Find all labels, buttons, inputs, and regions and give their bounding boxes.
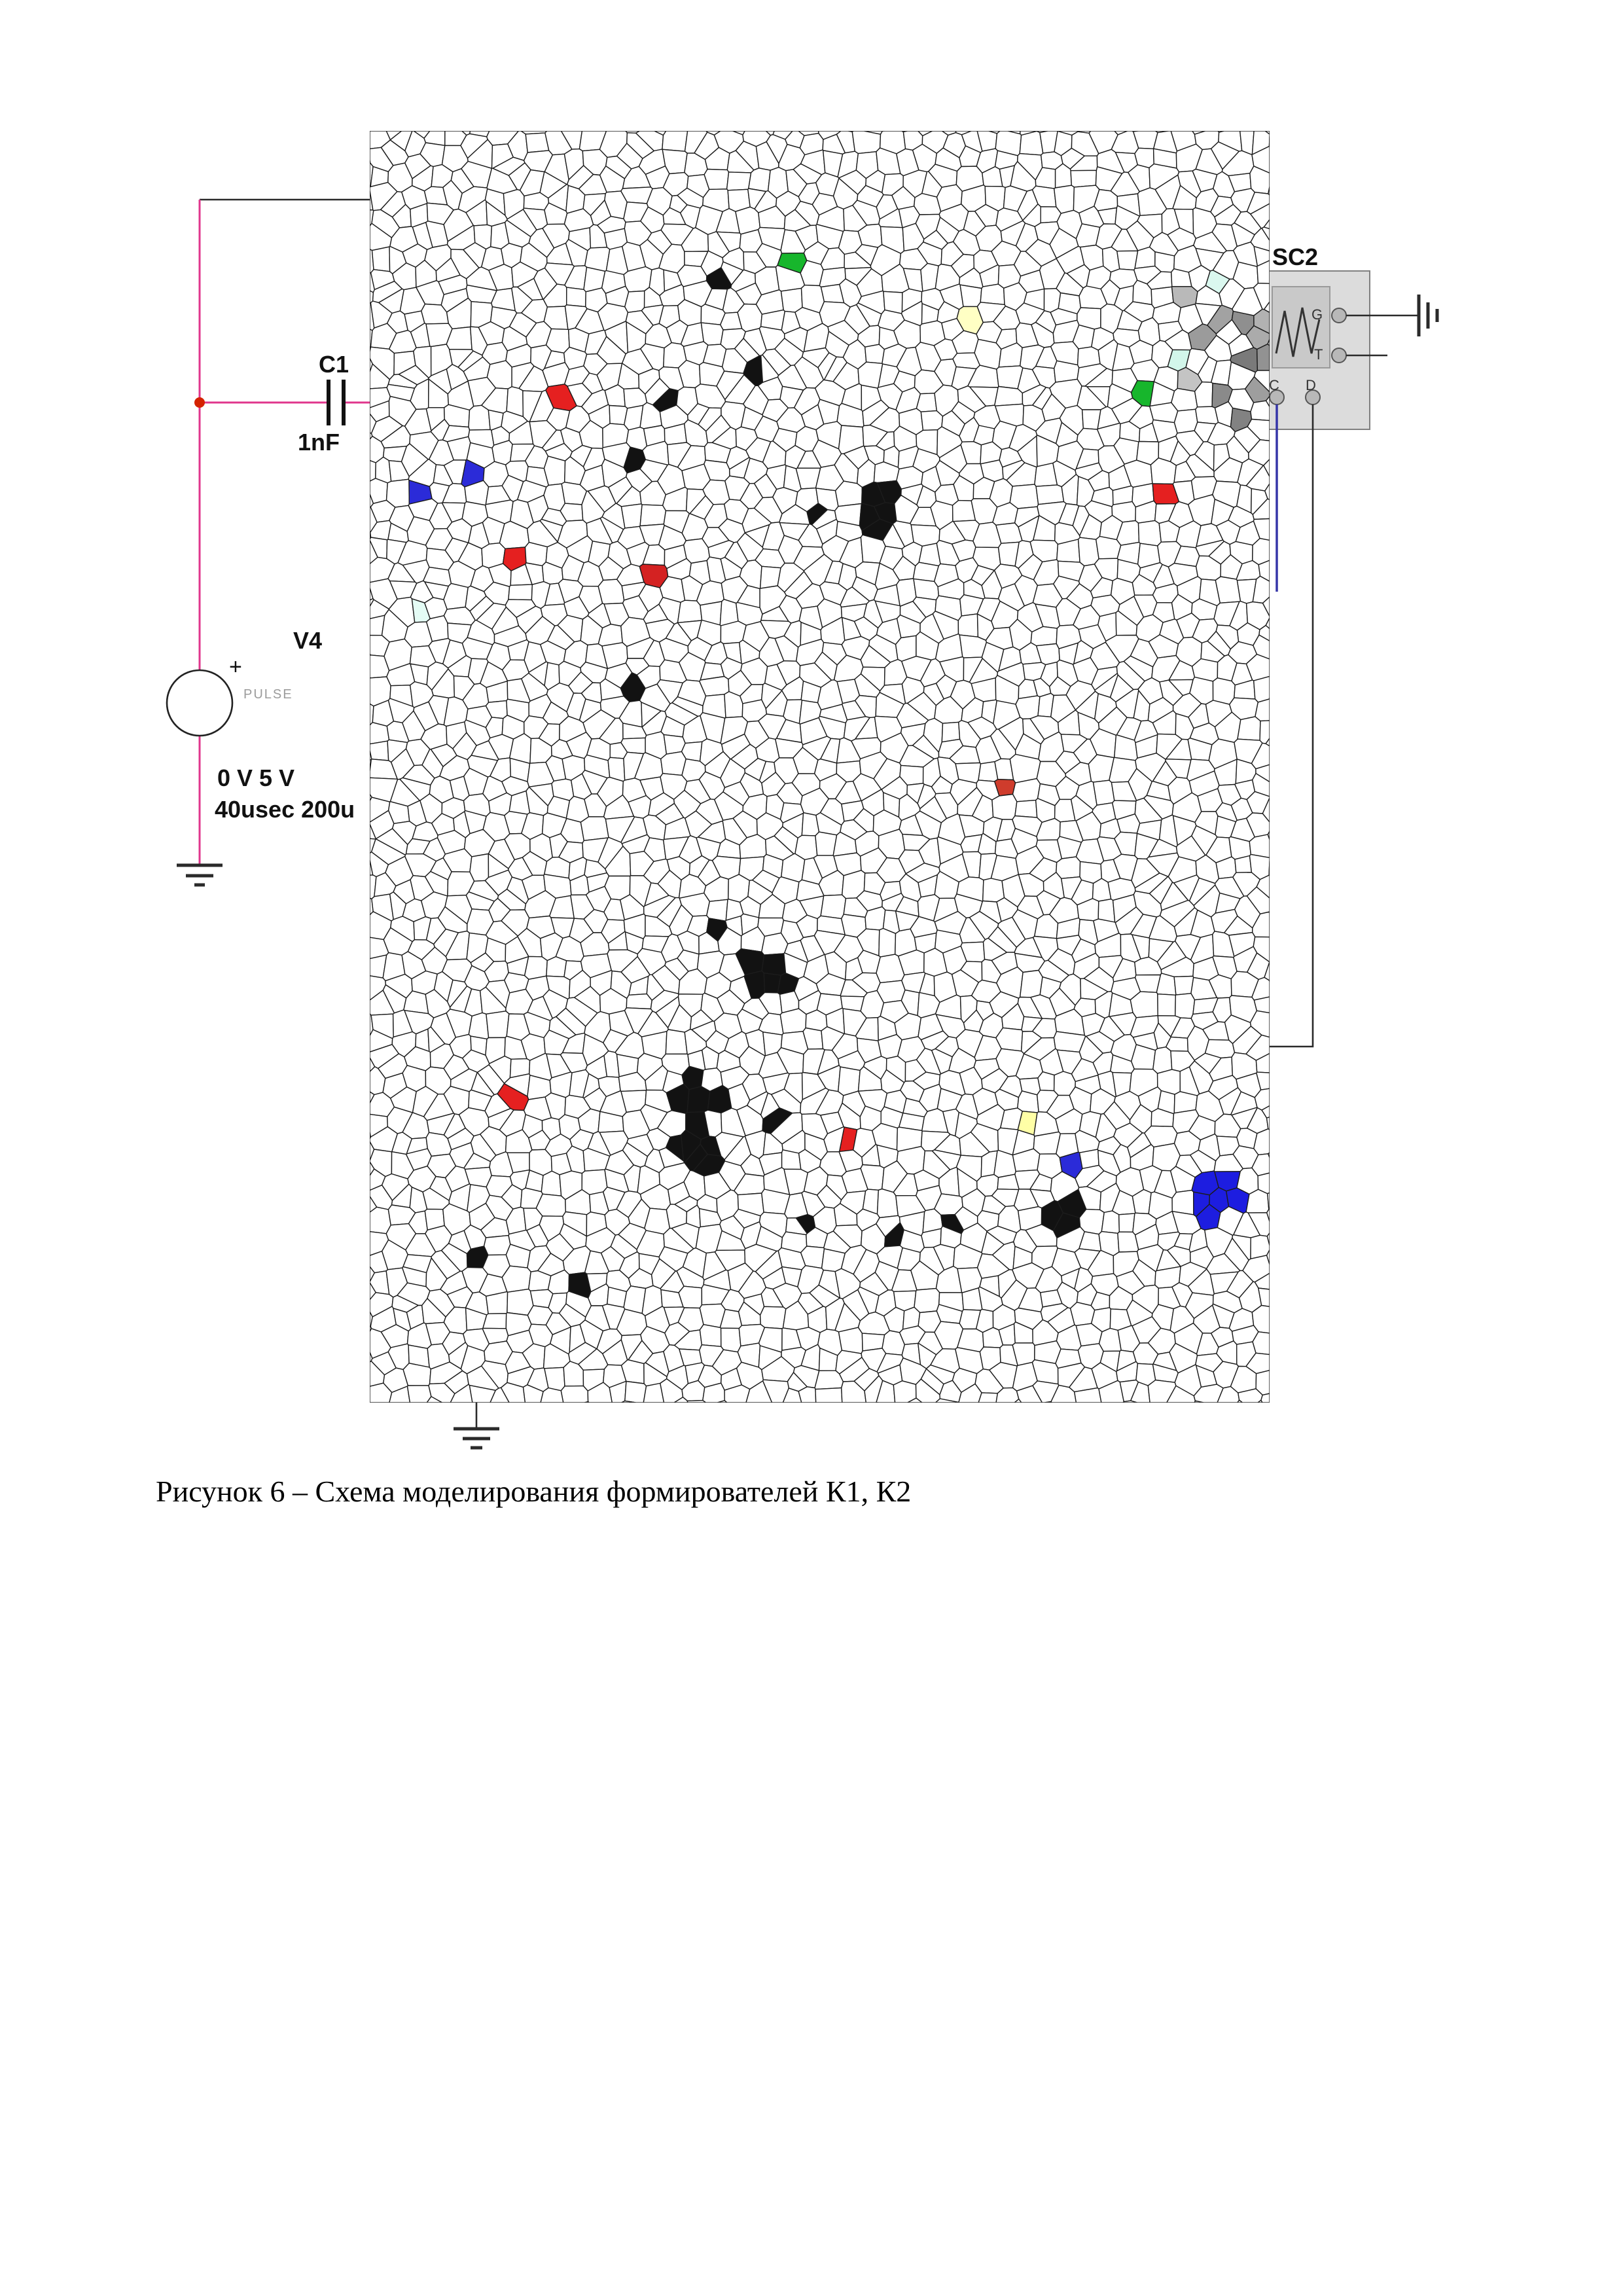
oscilloscope-icon (1264, 270, 1370, 430)
waveform-icon (1275, 307, 1321, 357)
terminal-g (1331, 308, 1347, 323)
ground-icon-bottom (454, 1403, 499, 1450)
terminal-d (1305, 389, 1321, 405)
pixelated-schematic-mosaic (370, 131, 1270, 1403)
ground-icon-source (177, 863, 223, 887)
ground-icon-scope (1417, 295, 1439, 336)
terminal-t (1331, 348, 1347, 363)
mosaic-cells (370, 131, 1270, 1403)
terminal-c (1269, 389, 1285, 405)
voltage-source-icon (166, 669, 234, 737)
capacitor-icon (327, 380, 346, 425)
figure-caption: Рисунок 6 – Схема моделирования формиров… (156, 1475, 912, 1508)
junction-dot (194, 397, 205, 408)
wire-channel-d (1270, 404, 1314, 1048)
